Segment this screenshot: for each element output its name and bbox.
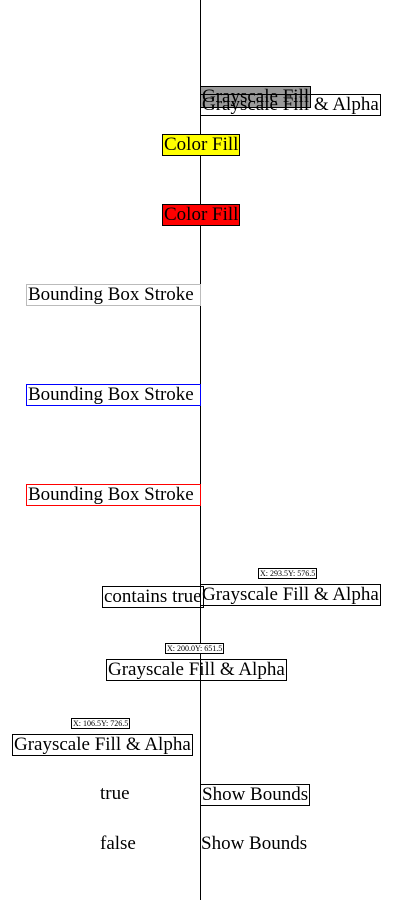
bounding-box-stroke-gray-label: Bounding Box Stroke: [26, 284, 201, 306]
grayscale-fill-alpha-label: Grayscale Fill & Alpha: [200, 94, 381, 116]
center-guide-line: [200, 0, 201, 900]
show-bounds-true-state: true: [100, 783, 130, 804]
show-bounds-false-label: Show Bounds: [201, 833, 308, 854]
contains-label: contains true: [102, 586, 204, 608]
coordinate-readout-1: X: 293.5Y: 576.5: [258, 568, 318, 579]
coordinate-readout-2: X: 200.0Y: 651.5: [165, 643, 225, 654]
show-bounds-true-label: Show Bounds: [200, 784, 311, 806]
color-fill-red-label: Color Fill: [162, 204, 241, 226]
grayscale-fill-alpha-label-4: Grayscale Fill & Alpha: [12, 734, 193, 756]
show-bounds-false-state: false: [100, 833, 136, 854]
grayscale-fill-label: Grayscale Fill: [200, 86, 312, 108]
color-fill-yellow-label: Color Fill: [162, 134, 241, 156]
grayscale-fill-alpha-label-3: Grayscale Fill & Alpha: [106, 659, 287, 681]
bounding-box-stroke-red-label: Bounding Box Stroke: [26, 484, 201, 506]
coordinate-readout-3: X: 106.5Y: 726.5: [71, 718, 131, 729]
bounding-box-stroke-blue-label: Bounding Box Stroke: [26, 384, 201, 406]
grayscale-fill-alpha-label-2: Grayscale Fill & Alpha: [200, 584, 381, 606]
